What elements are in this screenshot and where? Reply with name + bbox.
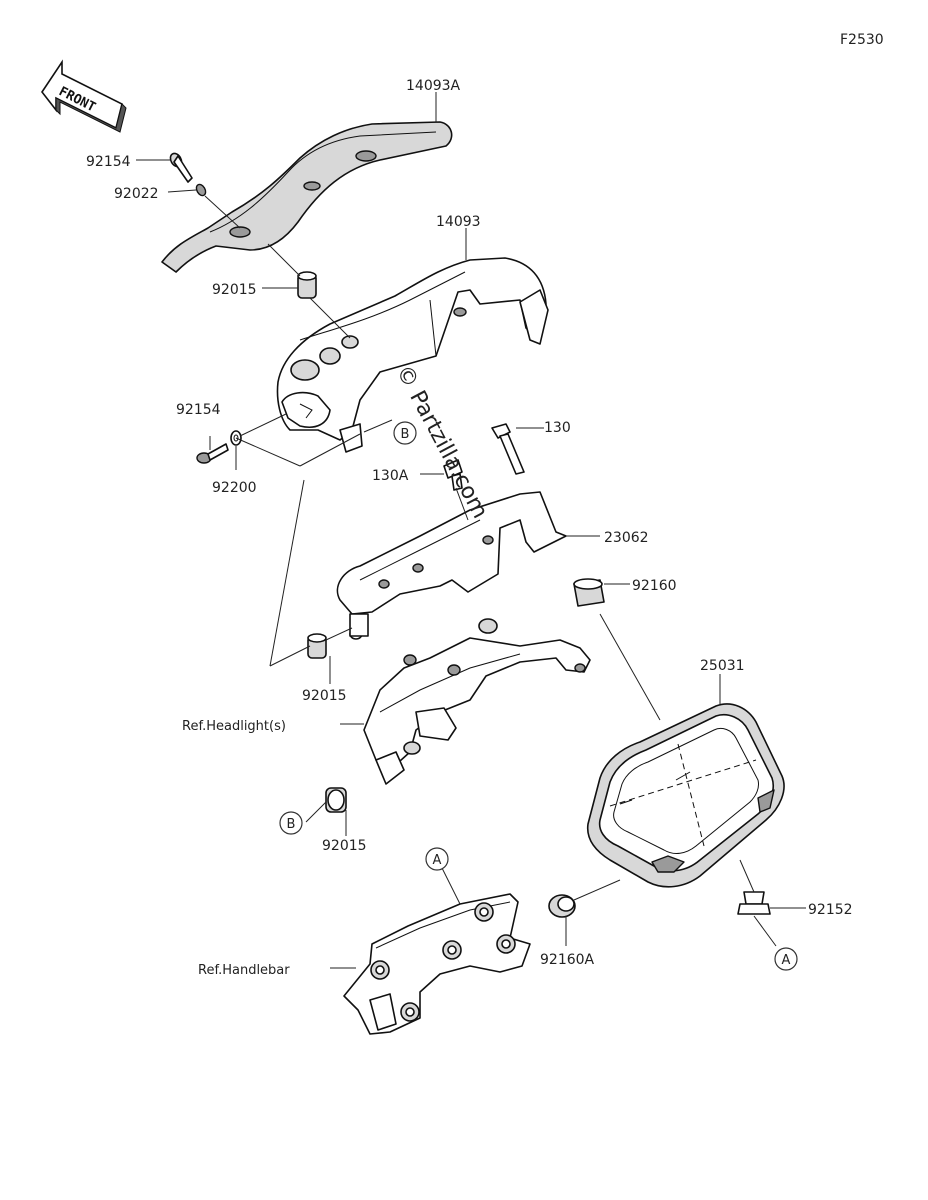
callout-92022: 92022 [114, 186, 159, 202]
callout-92160A: 92160A [540, 952, 595, 968]
handlebar-clamp [343, 893, 531, 1035]
marker-a-upper: A [425, 847, 449, 871]
callout-92160: 92160 [632, 578, 677, 594]
meter-25031 [586, 703, 785, 888]
ref-handlebar-label: Ref.Handlebar [198, 963, 290, 978]
callout-92015-low: 92015 [322, 838, 367, 854]
screw-92154-top [169, 152, 193, 183]
callout-92152: 92152 [808, 902, 853, 918]
callout-130A: 130A [372, 468, 409, 484]
marker-a-lower-letter: A [782, 953, 791, 968]
callout-92015-top: 92015 [212, 282, 257, 298]
part-14093 [276, 257, 549, 453]
callout-14093: 14093 [436, 214, 481, 230]
headlight-bracket [363, 618, 591, 785]
marker-b-lower-letter: B [287, 817, 296, 832]
collar-92015-top [297, 271, 317, 299]
marker-a-lower: A [774, 947, 798, 971]
ref-headlight-label: Ref.Headlight(s) [182, 719, 286, 734]
part-14093A [161, 121, 453, 273]
screw-92154-mid [196, 443, 229, 464]
callout-92154-top: 92154 [86, 154, 131, 170]
marker-b-lower: B [279, 811, 303, 835]
callout-92200: 92200 [212, 480, 257, 496]
collar-92015-low [325, 787, 347, 813]
grommet-92160 [573, 578, 605, 607]
callout-23062: 23062 [604, 530, 649, 546]
screw-92152 [737, 891, 771, 915]
callout-92015-mid: 92015 [302, 688, 347, 704]
callout-25031: 25031 [700, 658, 745, 674]
marker-b-upper: B [393, 421, 417, 445]
front-arrow-icon: FRONT [41, 59, 127, 133]
leader-lines [136, 92, 806, 969]
callout-92154-mid: 92154 [176, 402, 221, 418]
bolt-130 [491, 423, 525, 475]
bolt-130A [443, 459, 463, 491]
bracket-23062 [336, 491, 567, 640]
marker-b-upper-letter: B [401, 427, 410, 442]
figure-code: F2530 [840, 32, 884, 48]
callout-130: 130 [544, 420, 571, 436]
marker-a-upper-letter: A [433, 853, 442, 868]
callout-14093A: 14093A [406, 78, 461, 94]
collar-92015-mid [307, 633, 327, 659]
washer-92022 [195, 183, 207, 197]
grommet-92160A [548, 894, 576, 918]
